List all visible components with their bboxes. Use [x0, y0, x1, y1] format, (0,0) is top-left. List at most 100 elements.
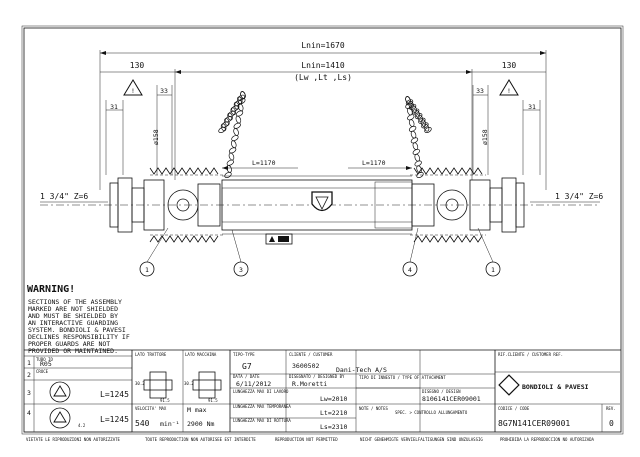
svg-text:4: 4	[408, 266, 412, 274]
svg-text:LUNGHEZZA MAX TEMPORANEA: LUNGHEZZA MAX TEMPORANEA	[233, 404, 291, 409]
callout-3: 3	[231, 229, 249, 277]
warning-block: WARNING! SECTIONS OF THE ASSEMBLY MARKED…	[27, 284, 130, 355]
customer-name: Dani-Tech A/S	[336, 366, 387, 374]
max-torque-value: 2900 Nm	[187, 420, 214, 428]
callout-1-left: 1	[139, 227, 169, 277]
svg-text:DATA / DATE: DATA / DATE	[233, 374, 260, 379]
svg-text:!: !	[131, 87, 135, 95]
svg-text:PROHIBIDA LA REPRODUCCION NO A: PROHIBIDA LA REPRODUCCION NO AUTORIZADA	[500, 437, 595, 442]
svg-text:3: 3	[27, 389, 31, 397]
svg-text:3: 3	[239, 266, 243, 274]
svg-text:VELOCITA' MAX: VELOCITA' MAX	[135, 406, 167, 411]
svg-text:DISEGNO / DESIGN: DISEGNO / DESIGN	[422, 389, 461, 394]
bondioli-shield-icon	[311, 191, 333, 212]
dim-31-left: 31	[105, 100, 124, 175]
svg-text:1 3/4" Z=6: 1 3/4" Z=6	[40, 192, 88, 201]
svg-text:M max: M max	[187, 406, 207, 414]
callout-4: 4	[402, 227, 419, 277]
designer-value: R.Moretti	[292, 380, 327, 388]
phi-right-label: ø158	[481, 129, 489, 145]
svg-text:33: 33	[160, 87, 168, 95]
svg-text:LATO TRATTORE: LATO TRATTORE	[135, 352, 167, 357]
svg-text:min⁻¹: min⁻¹	[160, 420, 180, 428]
svg-text:2: 2	[27, 371, 31, 379]
type-value: G7	[242, 362, 252, 371]
footer-notice: VIETATE LE RIPRODUZIONI NON AUTORIZZATE …	[26, 437, 595, 442]
code-value: 8G7N141CER09001	[498, 419, 570, 428]
cross-joint-machine-icon	[192, 371, 222, 399]
bondioli-pavesi-logo: BONDIOLI & PAVESI	[498, 374, 589, 396]
warning-title: WARNING!	[27, 284, 75, 295]
svg-text:PROVIDED OR MAINTAINED.: PROVIDED OR MAINTAINED.	[28, 347, 118, 355]
svg-text:PROPER GUARDS ARE NOT: PROPER GUARDS ARE NOT	[28, 340, 110, 348]
svg-text:TOUTE REPRODUCTION NON AUTORIS: TOUTE REPRODUCTION NON AUTORISEE EST INT…	[145, 437, 256, 442]
svg-text:1 3/4" Z=6: 1 3/4" Z=6	[555, 192, 603, 201]
tube-profile-outer-icon	[49, 381, 71, 403]
svg-text:91.5: 91.5	[160, 398, 170, 403]
svg-text:NICHT GENEHMIGTE VERVIELFALTIG: NICHT GENEHMIGTE VERVIELFALTIGUNGEN SIND…	[360, 437, 483, 442]
tube-length-right: L=1170	[348, 159, 412, 170]
yoke-right	[410, 174, 525, 236]
drawing-frame	[23, 27, 622, 433]
phi-left-label: ø158	[152, 129, 160, 145]
svg-text:AND MUST BE SHIELDED BY: AND MUST BE SHIELDED BY	[28, 312, 118, 320]
lnin-sub-label: Lnin=1410	[301, 61, 345, 70]
svg-text:L=1245: L=1245	[100, 415, 129, 424]
svg-text:3600502: 3600502	[292, 362, 319, 370]
spline-left: 1 3/4" Z=6	[40, 192, 108, 203]
side-right-label: 130	[502, 61, 517, 70]
svg-text:CROCE: CROCE	[36, 369, 49, 374]
yoke-left	[109, 174, 224, 236]
svg-text:LATO MACCHINA: LATO MACCHINA	[185, 352, 217, 357]
svg-text:4: 4	[27, 409, 31, 417]
callout-1-right: 1	[477, 227, 501, 277]
svg-text:33: 33	[476, 87, 484, 95]
dimension-lnin-1410: Lnin=1410 (Lw ,Lt ,Ls)	[174, 61, 473, 180]
lnin-total-label: Lnin=1670	[301, 41, 345, 50]
svg-text:Ls=2310: Ls=2310	[320, 423, 347, 431]
svg-text:31: 31	[110, 103, 118, 111]
warning-sticker-icon	[265, 233, 293, 245]
svg-text:LUNGHEZZA MAX DI LAVORO: LUNGHEZZA MAX DI LAVORO	[233, 389, 289, 394]
svg-text:REV.: REV.	[606, 406, 616, 411]
dim-33-left: 33	[156, 85, 173, 175]
warning-triangle-right: !	[499, 79, 519, 96]
cross-joint-tractor-icon	[143, 371, 173, 399]
svg-text:NOTE / NOTES: NOTE / NOTES	[359, 406, 388, 411]
svg-text:L=1245: L=1245	[100, 390, 129, 399]
side-left-label: 130	[130, 61, 145, 70]
svg-text:31: 31	[528, 103, 536, 111]
max-speed-value: 540	[135, 419, 150, 428]
lnin-sub2-label: (Lw ,Lt ,Ls)	[294, 73, 352, 82]
svg-text:Lt=2210: Lt=2210	[320, 409, 347, 417]
svg-text:91.5: 91.5	[208, 398, 218, 403]
svg-text:DECLINES RESPONSIBILITY IF: DECLINES RESPONSIBILITY IF	[28, 333, 130, 341]
dimension-lnin-1670: Lnin=1670	[99, 41, 547, 190]
protection-cone-right	[413, 167, 483, 243]
tube-profile-inner-icon	[49, 407, 71, 429]
warning-triangle-left: !	[123, 79, 143, 96]
svg-text:30.2: 30.2	[135, 381, 145, 386]
svg-text:TIPO-TYPE: TIPO-TYPE	[233, 352, 255, 357]
svg-text:TIPO DI INNESTO / TYPE OF ATTA: TIPO DI INNESTO / TYPE OF ATTACHMENT	[359, 375, 446, 380]
svg-text:SPEC. > CONTROLLO ALLUNGAMENTO: SPEC. > CONTROLLO ALLUNGAMENTO	[395, 410, 468, 415]
spline-right: 1 3/4" Z=6	[530, 192, 603, 203]
svg-text:SYSTEM. BONDIOLI & PAVESI: SYSTEM. BONDIOLI & PAVESI	[28, 326, 126, 334]
svg-text:1: 1	[145, 266, 149, 274]
dim-31-right: 31	[522, 100, 541, 175]
svg-text:TUBO ID: TUBO ID	[36, 357, 53, 362]
svg-text:BONDIOLI & PAVESI: BONDIOLI & PAVESI	[522, 383, 589, 391]
svg-text:AN INTERACTIVE GUARDING: AN INTERACTIVE GUARDING	[28, 319, 118, 327]
safety-chain-left	[218, 91, 246, 178]
dim-33-right: 33	[472, 85, 489, 175]
svg-text:1: 1	[27, 359, 31, 367]
title-block: 1 TUBO ID R05 2 CROCE 3 L=1245 4 L=1245 …	[24, 350, 620, 433]
svg-text:SECTIONS OF THE ASSEMBLY: SECTIONS OF THE ASSEMBLY	[28, 298, 122, 306]
tube-length-left: L=1170	[222, 159, 298, 170]
svg-text:L=1170: L=1170	[252, 159, 276, 167]
tube-id-value: R05	[40, 360, 52, 368]
svg-text:4.2: 4.2	[78, 423, 86, 428]
svg-text:VIETATE LE RIPRODUZIONI NON AU: VIETATE LE RIPRODUZIONI NON AUTORIZZATE	[26, 437, 121, 442]
